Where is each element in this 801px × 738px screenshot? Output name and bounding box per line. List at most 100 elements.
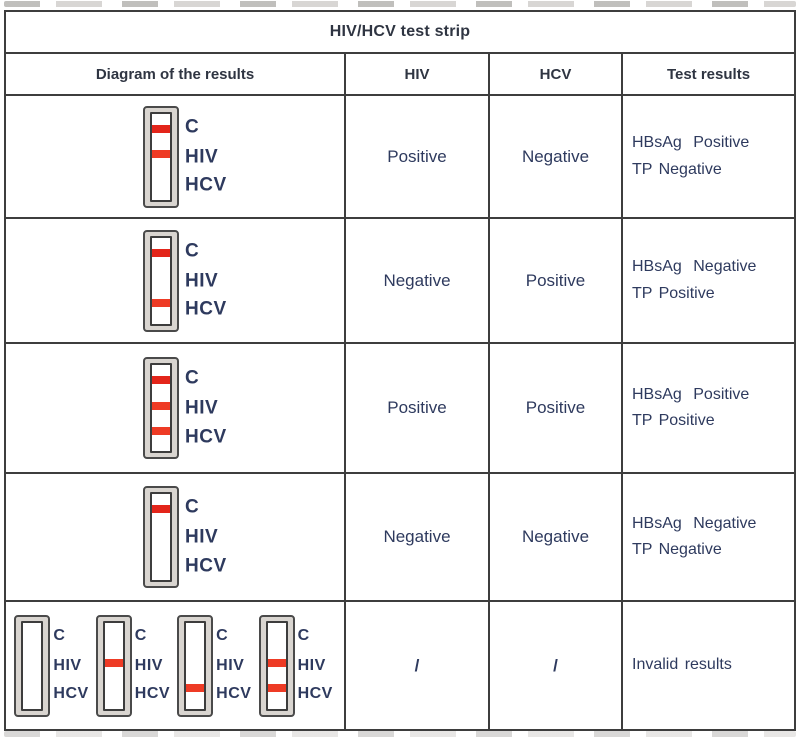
strip-window xyxy=(150,235,172,326)
strip-label-hcv: HCV xyxy=(53,685,89,703)
strip-label-c: C xyxy=(185,240,200,262)
strip-window xyxy=(150,492,172,582)
column-header-hcv: HCV xyxy=(490,54,623,96)
strip-line-hiv xyxy=(152,274,170,282)
scan-artifact-top xyxy=(4,1,796,7)
test-strip xyxy=(143,357,179,459)
strip-label-hiv: HIV xyxy=(134,656,163,674)
strip-labels: C HIV HCV xyxy=(185,486,231,588)
result-line-1: HBsAg Positive xyxy=(632,134,750,152)
test-strip-group: C HIV HCV xyxy=(177,614,254,717)
strip-line-hcv xyxy=(152,556,170,564)
hiv-value-row3: Positive xyxy=(346,344,490,474)
strip-line-hiv xyxy=(267,659,286,668)
strip-labels: C HIV HCV xyxy=(216,615,254,717)
result-cell-row3: HBsAg Positive TP Positive xyxy=(623,344,794,474)
strip-label-c: C xyxy=(216,626,229,644)
diagram-cell-row3: C HIV HCV xyxy=(6,344,346,474)
strip-line-c xyxy=(23,634,41,642)
test-strip-group: C HIV HCV xyxy=(143,357,231,459)
test-strip-group: C HIV HCV xyxy=(143,486,231,588)
diagram-cell-row4: C HIV HCV xyxy=(6,474,346,602)
result-cell-row4: HBsAg Negative TP Negative xyxy=(623,474,794,602)
strip-label-hiv: HIV xyxy=(185,146,219,167)
strip-labels: C HIV HCV xyxy=(185,230,231,332)
column-header-test-results: Test results xyxy=(623,54,794,96)
strip-labels: C HIV HCV xyxy=(298,615,336,717)
test-strip xyxy=(177,614,214,717)
strip-line-c xyxy=(152,376,170,385)
strip-label-c: C xyxy=(134,626,147,644)
result-line-1: Invalid results xyxy=(632,656,732,674)
strip-window xyxy=(150,111,172,202)
test-strip xyxy=(143,229,179,332)
hiv-value-invalid: / xyxy=(346,602,490,729)
result-cell-row2: HBsAg Negative TP Positive xyxy=(623,219,794,344)
result-line-2: TP Negative xyxy=(632,541,722,558)
strip-label-hiv: HIV xyxy=(216,656,245,674)
strip-line-hiv xyxy=(152,531,170,539)
strip-line-c xyxy=(186,634,204,642)
hiv-value-row2: Negative xyxy=(346,219,490,344)
column-header-diagram: Diagram of the results xyxy=(6,54,346,96)
strip-label-c: C xyxy=(53,626,66,644)
strip-window xyxy=(102,620,125,711)
hcv-value-invalid: / xyxy=(490,602,623,729)
strip-labels: C HIV HCV xyxy=(135,615,173,717)
results-table: HIV/HCV test strip Diagram of the result… xyxy=(4,10,796,731)
strip-line-hiv xyxy=(104,659,123,668)
strip-window xyxy=(21,620,44,711)
result-line-2: TP Positive xyxy=(632,284,715,302)
test-strip xyxy=(143,486,179,588)
strip-label-hiv: HIV xyxy=(297,656,326,674)
strip-label-hiv: HIV xyxy=(185,526,219,548)
strip-label-c: C xyxy=(185,367,200,389)
strip-line-hcv xyxy=(267,684,286,693)
strip-label-hcv: HCV xyxy=(185,174,227,196)
strip-labels: C HIV HCV xyxy=(185,357,231,459)
result-line-1: HBsAg Negative xyxy=(632,258,757,276)
strip-line-hcv xyxy=(105,684,123,692)
test-strip-group: C HIV HCV xyxy=(14,614,91,717)
result-line-2: TP Negative xyxy=(632,160,722,178)
strip-line-hcv xyxy=(152,299,170,308)
strip-line-hiv xyxy=(152,150,170,159)
hcv-value-row2: Positive xyxy=(490,219,623,344)
result-line-1: HBsAg Negative xyxy=(632,514,757,532)
strip-label-c: C xyxy=(297,626,310,644)
column-header-hiv: HIV xyxy=(346,54,490,96)
strip-line-hcv xyxy=(152,426,170,435)
strip-label-hiv: HIV xyxy=(185,397,219,419)
strip-line-hcv xyxy=(23,684,41,692)
strip-window xyxy=(184,620,207,711)
strip-label-c: C xyxy=(185,496,200,518)
scan-artifact-bottom xyxy=(4,731,796,737)
test-strip xyxy=(143,105,179,208)
strip-line-hcv xyxy=(186,684,205,693)
result-line-2: TP Positive xyxy=(632,412,715,429)
strip-label-hiv: HIV xyxy=(185,270,219,291)
hcv-value-row4: Negative xyxy=(490,474,623,602)
strip-line-c xyxy=(105,634,123,642)
hcv-value-row3: Positive xyxy=(490,344,623,474)
strip-label-hiv: HIV xyxy=(53,656,82,674)
strip-line-c xyxy=(152,124,170,133)
strip-line-hiv xyxy=(186,659,204,667)
strip-line-hiv xyxy=(23,659,41,667)
hiv-value-row4: Negative xyxy=(346,474,490,602)
test-strip-group: C HIV HCV xyxy=(95,614,173,717)
diagram-cell-row2: C HIV HCV xyxy=(6,219,346,344)
strip-labels: C HIV HCV xyxy=(53,615,91,717)
diagram-cell-row1: C HIV HCV xyxy=(6,96,346,219)
strip-line-c xyxy=(268,634,286,642)
strip-window xyxy=(150,363,172,453)
strip-line-hcv xyxy=(152,175,170,183)
test-strip-group: C HIV HCV xyxy=(258,614,336,717)
table-title: HIV/HCV test strip xyxy=(6,12,794,54)
diagram-cell-invalid: C HIV HCV C HIV HCV xyxy=(6,602,346,729)
test-strip-group: C HIV HCV xyxy=(143,105,231,208)
result-cell-invalid: Invalid results xyxy=(623,602,794,729)
strip-label-hcv: HCV xyxy=(297,685,333,703)
strip-label-hcv: HCV xyxy=(185,298,227,320)
hiv-value-row1: Positive xyxy=(346,96,490,219)
